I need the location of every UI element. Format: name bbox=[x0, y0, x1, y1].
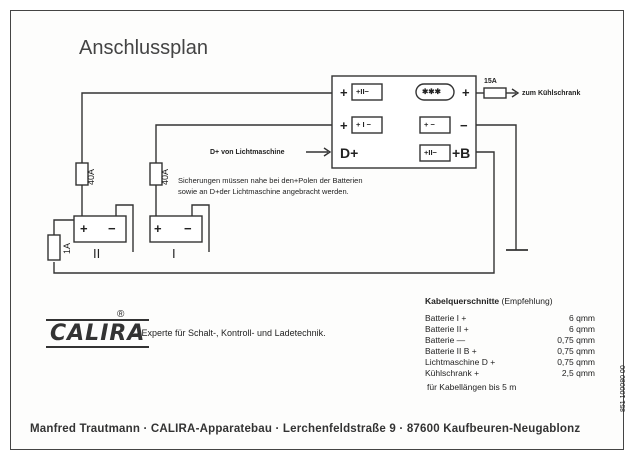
fuse-40a-left bbox=[75, 162, 89, 186]
fuse-1a-label: 1A bbox=[62, 242, 72, 254]
module-bat2-symbol bbox=[351, 83, 383, 101]
cable-value: 0,75 qmm bbox=[557, 335, 595, 345]
fuse-15a bbox=[483, 87, 507, 99]
battery-1-plus: + bbox=[154, 221, 162, 236]
fuse-40a-right-label: 40A bbox=[160, 168, 170, 185]
battery-1-label: I bbox=[172, 246, 176, 261]
module-ground-label: + − bbox=[424, 120, 435, 129]
cable-row: Batterie II + 6 qmm bbox=[425, 324, 595, 335]
wire-bplus bbox=[53, 151, 495, 274]
module-snow-label: ✱✱✱ bbox=[422, 87, 441, 96]
cable-name: Batterie II B + bbox=[425, 346, 477, 356]
cable-value: 0,75 qmm bbox=[557, 346, 595, 356]
module-plus-3: + bbox=[462, 85, 470, 100]
module-snow-symbol bbox=[415, 83, 455, 101]
fridge-arrow bbox=[511, 88, 520, 98]
registered-mark: ® bbox=[117, 309, 125, 320]
cable-row: Batterie — 0,75 qmm bbox=[425, 335, 595, 346]
cable-value: 0,75 qmm bbox=[557, 357, 595, 367]
battery-1 bbox=[149, 215, 203, 243]
module-ground-symbol bbox=[419, 116, 451, 134]
wire-battery1-plus bbox=[155, 124, 332, 212]
cable-value: 6 qmm bbox=[569, 324, 595, 334]
dplus-terminal: D+ bbox=[340, 145, 359, 161]
cable-heading-note: (Empfehlung) bbox=[501, 296, 553, 306]
fuse-15a-label: 15A bbox=[484, 78, 497, 85]
cable-value: 2,5 qmm bbox=[561, 368, 595, 378]
fuse-40a-right bbox=[149, 162, 163, 186]
fuse-40a-left-label: 40A bbox=[86, 168, 96, 185]
module-bat1-label: + I − bbox=[356, 120, 372, 129]
cable-row: Kühlschrank + 2,5 qmm bbox=[425, 368, 595, 379]
b-terminal: +B bbox=[452, 145, 471, 161]
cable-heading: Kabelquerschnitte (Empfehlung) bbox=[425, 297, 553, 306]
module-bat1-symbol bbox=[351, 116, 383, 134]
module-plus-2: + bbox=[340, 118, 348, 133]
cable-name: Batterie — bbox=[425, 335, 466, 345]
battery-2 bbox=[73, 215, 127, 243]
cable-row: Batterie II B + 0,75 qmm bbox=[425, 346, 595, 357]
module-bat2b-label: +II− bbox=[424, 148, 437, 157]
wire-ground bbox=[476, 124, 517, 250]
dynamo-label: D+ von Lichtmaschine bbox=[210, 149, 285, 156]
brand-slogan: – Experte für Schalt-, Kontroll- und Lad… bbox=[134, 328, 326, 338]
module-plus-1: + bbox=[340, 85, 348, 100]
cable-name: Batterie I + bbox=[425, 313, 467, 323]
fridge-label: zum Kühlschrank bbox=[522, 90, 581, 97]
cable-name: Lichtmaschine D + bbox=[425, 357, 496, 367]
cable-name: Kühlschrank + bbox=[425, 368, 480, 378]
cable-name: Batterie II + bbox=[425, 324, 469, 334]
document-number: 851 100080 00 bbox=[620, 365, 627, 412]
module-bat2-label: +II− bbox=[356, 87, 369, 96]
battery-2-minus: − bbox=[108, 221, 116, 236]
cable-row: Batterie I + 6 qmm bbox=[425, 313, 595, 324]
fuse-note-line2: sowie an D+der Lichtmaschine angebracht … bbox=[178, 187, 349, 196]
fuse-note-line1: Sicherungen müssen nahe bei den+Polen de… bbox=[178, 176, 363, 185]
cable-footnote: für Kabellängen bis 5 m bbox=[427, 382, 517, 392]
cable-heading-title: Kabelquerschnitte bbox=[425, 296, 500, 306]
module-minus: − bbox=[460, 118, 468, 133]
module-bat2b-symbol bbox=[419, 144, 451, 162]
battery-2-plus: + bbox=[80, 221, 88, 236]
battery-2-label: II bbox=[93, 246, 101, 261]
footer-address: Manfred Trautmann · CALIRA-Apparatebau ·… bbox=[30, 423, 581, 435]
cable-row: Lichtmaschine D + 0,75 qmm bbox=[425, 357, 595, 368]
battery-1-minus: − bbox=[184, 221, 192, 236]
calira-logo: CALIRA bbox=[46, 319, 150, 348]
cable-value: 6 qmm bbox=[569, 313, 595, 323]
page-title: Anschlussplan bbox=[79, 37, 208, 59]
fuse-1a bbox=[47, 234, 61, 261]
